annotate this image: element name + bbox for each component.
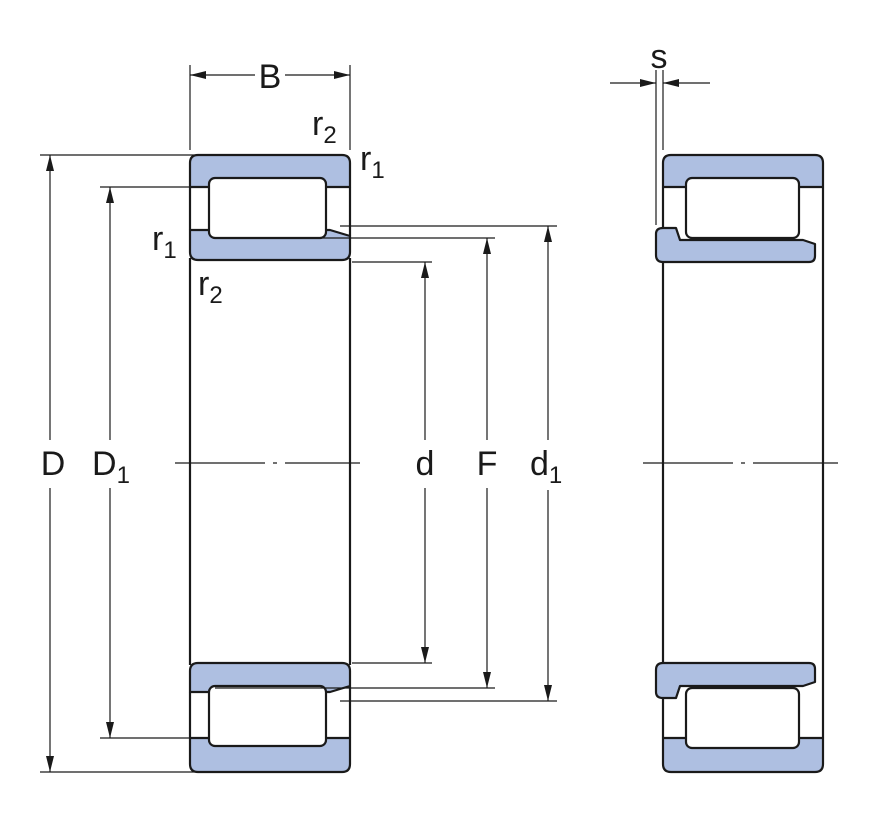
label-B: B (259, 58, 282, 96)
roller-top (207, 176, 328, 240)
dimension-s: s (610, 38, 710, 225)
left-section-view (175, 153, 360, 774)
label-r1-top: r1 (360, 140, 385, 184)
dimension-D1: D1 (92, 187, 130, 738)
dimension-d1: d1 (530, 226, 562, 701)
right-roller-bottom (684, 686, 801, 750)
label-F: F (477, 445, 498, 483)
right-roller-top (684, 176, 801, 240)
right-inner-ring-bottom (654, 661, 817, 700)
dimension-F: F (477, 238, 498, 688)
label-d1: d1 (530, 445, 562, 489)
label-r2-top: r2 (312, 105, 337, 149)
right-section-view (643, 153, 838, 774)
roller-bottom (207, 684, 328, 748)
label-s: s (651, 38, 668, 76)
dimension-B: B (190, 58, 350, 96)
label-r2-left: r2 (198, 265, 223, 309)
right-inner-ring-top (654, 226, 817, 264)
dimension-d: d (416, 262, 435, 663)
label-r1-left: r1 (152, 220, 177, 264)
label-D: D (41, 445, 66, 483)
extension-lines (40, 65, 557, 773)
inner-ring-bottom (188, 661, 352, 694)
label-d: d (416, 445, 435, 483)
label-D1: D1 (92, 445, 130, 489)
dimension-D: D (41, 155, 66, 772)
